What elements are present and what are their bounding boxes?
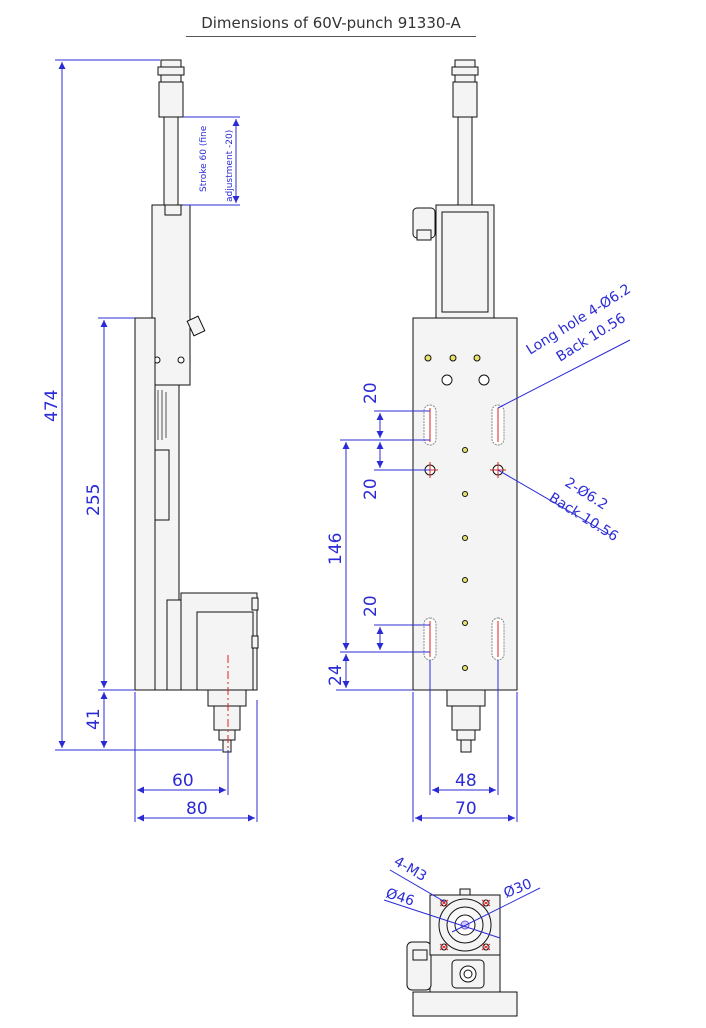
dim-80: 80 (186, 799, 208, 819)
dim-41: 41 (84, 708, 104, 730)
side-punch-head (207, 689, 247, 707)
dim-146: 146 (326, 533, 346, 565)
dim-255: 255 (84, 484, 104, 516)
side-air-fitting (186, 315, 206, 337)
bottom-base-plate (412, 991, 518, 1017)
front-piston-rod (457, 116, 473, 206)
title-underline (186, 36, 476, 37)
side-view (134, 59, 259, 765)
stroke-note-line1: Stroke 60 (fine (199, 125, 209, 192)
dia-46: Ø46 (384, 886, 416, 910)
dia-30: Ø30 (502, 876, 535, 902)
drawing-title: Dimensions of 60V-punch 91330-A (201, 14, 461, 32)
dim-60: 60 (172, 771, 194, 791)
dim-20-bottom: 20 (361, 595, 381, 617)
front-punch-head (446, 689, 486, 707)
front-view-dimensions (336, 339, 631, 822)
side-piston-rod (163, 116, 179, 206)
dim-20-top: 20 (361, 382, 381, 404)
bottom-air-fitting (406, 941, 432, 991)
side-cylinder-body (151, 204, 191, 386)
front-upper-cylinder (452, 81, 478, 118)
thread-callout: 4-M3 (391, 854, 429, 885)
side-upper-cylinder (158, 81, 184, 118)
dim-48: 48 (455, 771, 477, 791)
stroke-note-line2: adjustment -20) (225, 130, 235, 202)
dim-20-mid: 20 (361, 478, 381, 500)
dim-474: 474 (42, 390, 62, 422)
side-back-plate (134, 317, 156, 691)
dim-24: 24 (326, 664, 346, 686)
side-view-dimensions (55, 59, 258, 822)
dim-70: 70 (455, 799, 477, 819)
